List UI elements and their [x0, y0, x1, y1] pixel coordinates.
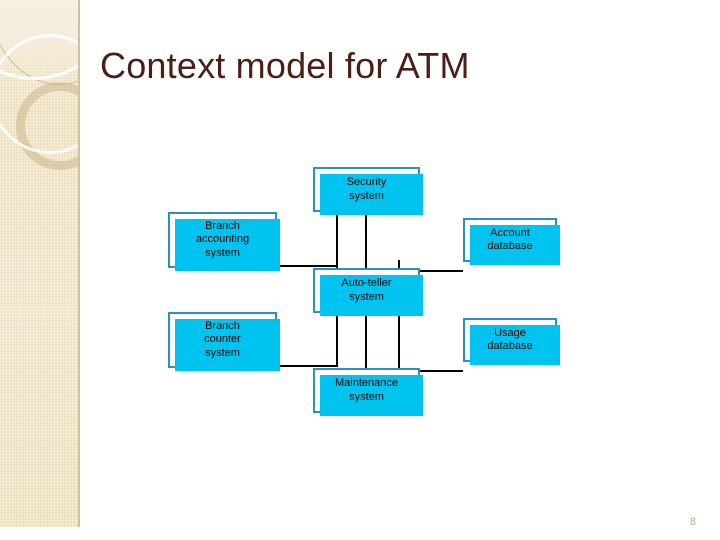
connector-usage-database-horizontal: [398, 370, 463, 372]
connector-usage-database-vertical: [398, 313, 400, 372]
connector-branch-accounting-horizontal: [277, 265, 338, 267]
connector-branch-counter-horizontal: [277, 365, 338, 367]
connector-account-database-vertical: [398, 260, 400, 272]
page-number: 8: [689, 516, 696, 528]
node-account-database[interactable]: Account database: [463, 218, 560, 265]
node-label: Account database: [487, 226, 533, 253]
connector-account-database-horizontal: [398, 270, 463, 272]
connector-branch-accounting-vertical: [336, 212, 338, 268]
node-auto-teller-system[interactable]: Auto-teller system: [313, 268, 423, 316]
node-branch-accounting-system[interactable]: Branch accounting system: [168, 212, 280, 271]
node-label: Security system: [346, 176, 387, 202]
slide-sidebar-decoration: [0, 0, 80, 527]
node-usage-database[interactable]: Usage database: [463, 318, 560, 365]
node-label: Usage database: [487, 326, 533, 353]
sidebar-white-arc-lower-icon: [0, 34, 78, 154]
page-title: Context model for ATM: [100, 45, 470, 86]
node-branch-counter-system[interactable]: Branch counter system: [168, 312, 280, 371]
connector-branch-counter-vertical: [336, 313, 338, 367]
context-model-diagram: Security system Branch accounting system…: [150, 150, 590, 440]
node-security-system[interactable]: Security system: [313, 167, 423, 215]
node-label: Branch accounting system: [195, 219, 250, 259]
node-maintenance-system[interactable]: Maintenance system: [313, 368, 423, 416]
connector-security-to-autoteller: [365, 212, 367, 268]
node-label: Maintenance system: [335, 377, 398, 403]
node-label: Branch counter system: [204, 319, 241, 359]
connector-maintenance-to-autoteller: [365, 313, 367, 369]
node-label: Auto-teller system: [341, 277, 392, 303]
